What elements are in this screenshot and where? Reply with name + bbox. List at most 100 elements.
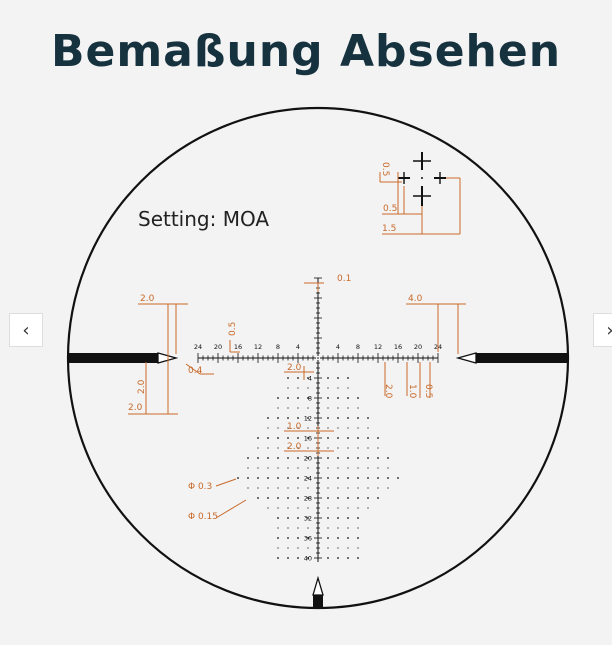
holdover-dot: [307, 557, 309, 559]
holdover-dot: [367, 497, 369, 499]
dim-floating-one: 1.0: [287, 422, 302, 432]
holdover-dot: [307, 517, 309, 519]
dim-top-one-five: 1.5: [382, 224, 396, 234]
dim-dot-small: Φ 0.15: [188, 512, 218, 522]
holdover-dot: [367, 427, 369, 429]
holdover-dot: [297, 467, 299, 469]
chevron-left-icon: ‹: [22, 319, 30, 341]
horizontal-tick-label: 12: [254, 343, 262, 351]
holdover-dot: [257, 467, 259, 469]
holdover-dot: [257, 497, 259, 499]
holdover-dot: [307, 407, 309, 409]
next-image-button[interactable]: ›: [593, 313, 612, 347]
holdover-dot: [357, 517, 359, 519]
setting-label: Setting: MOA: [138, 207, 269, 231]
holdover-dot: [277, 427, 279, 429]
holdover-dot: [287, 477, 289, 479]
holdover-dot: [297, 527, 299, 529]
holdover-dot: [297, 477, 299, 479]
holdover-dot: [307, 457, 309, 459]
holdover-dot: [277, 447, 279, 449]
holdover-dot: [367, 477, 369, 479]
dim-dot-large: Φ 0.3: [188, 482, 212, 492]
holdover-dot: [327, 507, 329, 509]
holdover-dot: [297, 457, 299, 459]
holdover-dot: [277, 497, 279, 499]
holdover-dot: [347, 417, 349, 419]
holdover-dot: [347, 457, 349, 459]
holdover-dot: [347, 487, 349, 489]
holdover-dot: [337, 467, 339, 469]
holdover-dot: [337, 387, 339, 389]
holdover-dot: [357, 457, 359, 459]
holdover-dot: [387, 457, 389, 459]
holdover-dot: [277, 527, 279, 529]
holdover-dot: [257, 447, 259, 449]
holdover-dot: [237, 477, 239, 479]
holdover-dot: [357, 487, 359, 489]
right-post: [476, 353, 568, 363]
dim-right-a: 2.0: [383, 384, 393, 399]
previous-image-button[interactable]: ‹: [9, 313, 43, 347]
holdover-dot: [367, 457, 369, 459]
dim-top-small: 0.5: [380, 162, 390, 176]
dim-major-tick: 0.5: [228, 322, 238, 336]
holdover-dot: [357, 437, 359, 439]
holdover-dot: [287, 397, 289, 399]
holdover-dot: [357, 397, 359, 399]
holdover-dot: [337, 507, 339, 509]
holdover-dot: [357, 507, 359, 509]
holdover-dot: [307, 447, 309, 449]
holdover-dot: [327, 437, 329, 439]
holdover-dot: [327, 377, 329, 379]
holdover-dot: [327, 527, 329, 529]
holdover-dot: [267, 457, 269, 459]
dim-post-left: 2.0: [140, 294, 155, 304]
dim-center-gap: 0.1: [337, 274, 351, 284]
holdover-dot: [327, 447, 329, 449]
holdover-dot: [267, 437, 269, 439]
holdover-dot: [347, 467, 349, 469]
holdover-dot: [327, 397, 329, 399]
holdover-dot: [347, 537, 349, 539]
holdover-dot: [247, 487, 249, 489]
holdover-dot: [287, 547, 289, 549]
holdover-dot: [277, 507, 279, 509]
holdover-dot: [347, 407, 349, 409]
holdover-dot: [307, 427, 309, 429]
holdover-dot: [307, 477, 309, 479]
holdover-dot: [297, 497, 299, 499]
holdover-dot: [267, 427, 269, 429]
holdover-dot: [337, 437, 339, 439]
holdover-dot: [337, 517, 339, 519]
holdover-dot: [277, 467, 279, 469]
holdover-dot: [347, 427, 349, 429]
bottom-post-tip: [312, 575, 324, 596]
holdover-dot: [357, 537, 359, 539]
horizontal-tick-label: 8: [276, 343, 280, 351]
holdover-dot: [337, 397, 339, 399]
holdover-dot: [297, 427, 299, 429]
holdover-dot: [257, 437, 259, 439]
holdover-dot: [307, 387, 309, 389]
holdover-dot: [297, 547, 299, 549]
holdover-dot: [347, 387, 349, 389]
dimension-lines: [128, 172, 466, 519]
vertical-ticks: [314, 277, 322, 559]
holdover-dot: [327, 407, 329, 409]
right-post-tip: [455, 352, 477, 364]
holdover-dot: [297, 507, 299, 509]
holdover-dot: [277, 557, 279, 559]
holdover-dot: [267, 477, 269, 479]
left-post-tip: [157, 352, 179, 364]
holdover-dot: [337, 547, 339, 549]
holdover-dot: [287, 517, 289, 519]
holdover-dot: [357, 497, 359, 499]
holdover-dot: [327, 537, 329, 539]
inset-crosshair: [398, 152, 446, 206]
holdover-dot: [297, 437, 299, 439]
bottom-post: [313, 595, 323, 607]
holdover-dot: [337, 447, 339, 449]
holdover-dot: [287, 447, 289, 449]
vertical-tick-label: 4: [308, 375, 312, 383]
